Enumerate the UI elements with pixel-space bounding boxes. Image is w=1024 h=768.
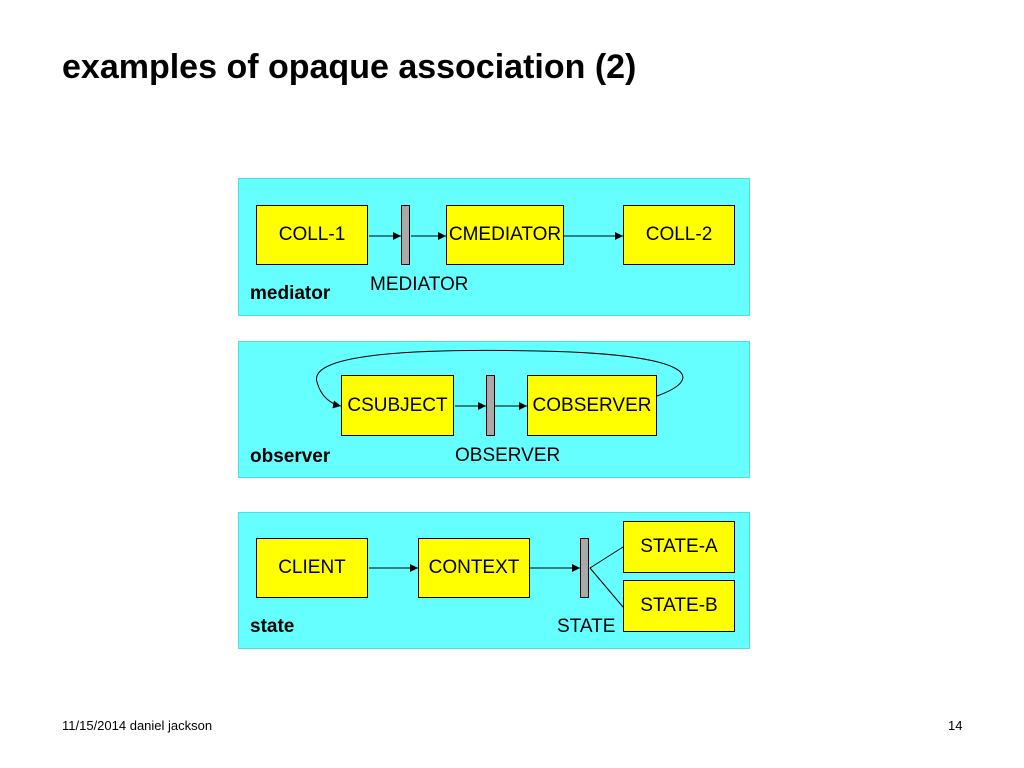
- mediator-relation-bar: [401, 205, 410, 265]
- state-relation-label: STATE: [557, 616, 616, 637]
- observer-relation-label: OBSERVER: [455, 445, 561, 466]
- state-to-state-b-line: [589, 567, 624, 608]
- csubject-box: CSUBJECT: [341, 375, 454, 436]
- slide-title: examples of opaque association (2): [62, 48, 637, 86]
- mediator-panel-label: mediator: [250, 283, 331, 304]
- mediator-panel: COLL-1 CMEDIATOR COLL-2 MEDIATOR mediato…: [238, 178, 750, 316]
- observer-connectors: [316, 349, 684, 410]
- context-box: CONTEXT: [418, 538, 530, 598]
- state-connectors: [369, 546, 624, 608]
- state-to-state-a-line: [589, 546, 624, 569]
- mediator-connectors: [369, 232, 623, 240]
- cobserver-box: COBSERVER: [527, 375, 657, 436]
- state-b-box: STATE-B: [623, 580, 735, 632]
- observer-panel: CSUBJECT COBSERVER observer OBSERVER: [238, 341, 750, 478]
- footer-date-author: 11/15/2014 daniel jackson: [62, 718, 213, 733]
- cmediator-box: CMEDIATOR: [446, 205, 564, 265]
- state-panel: CLIENT CONTEXT STATE-A STATE-B state STA…: [238, 512, 750, 649]
- footer-page-number: 14: [948, 718, 963, 733]
- state-a-box: STATE-A: [623, 521, 735, 573]
- state-panel-label: state: [250, 616, 295, 637]
- observer-loop-arc: [316, 349, 684, 409]
- mediator-relation-label: MEDIATOR: [370, 274, 469, 295]
- state-relation-bar: [580, 538, 589, 598]
- coll1-box: COLL-1: [256, 205, 368, 265]
- observer-relation-bar: [486, 375, 495, 436]
- observer-panel-label: observer: [250, 446, 331, 467]
- client-box: CLIENT: [256, 538, 368, 598]
- coll2-box: COLL-2: [623, 205, 735, 265]
